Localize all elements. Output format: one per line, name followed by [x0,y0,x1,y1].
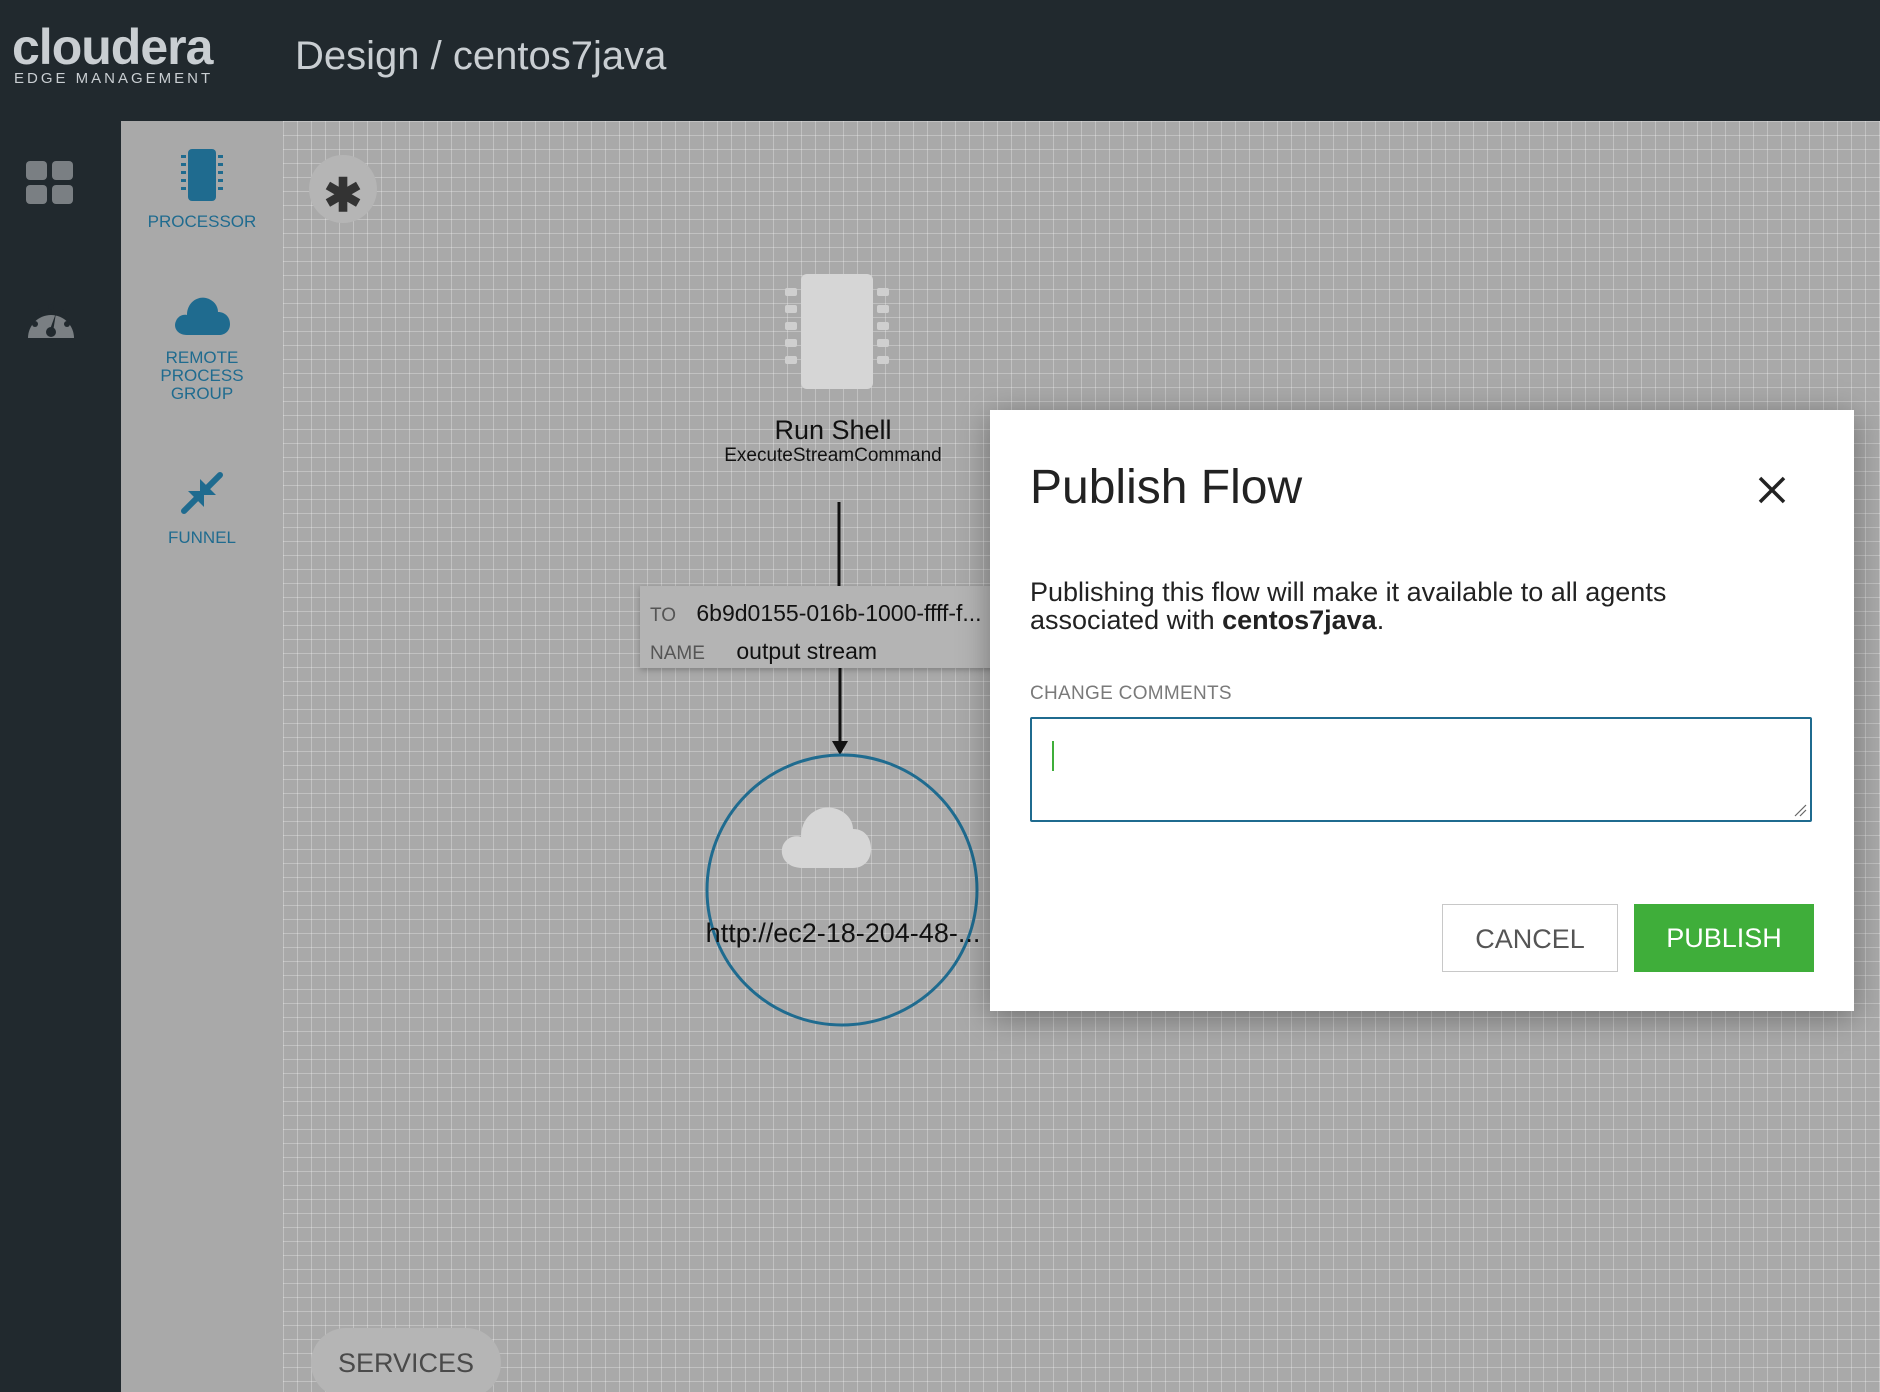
dialog-message: Publishing this flow will make it availa… [1030,578,1790,634]
component-palette: PROCESSOR REMOTE PROCESS GROUP FUNNEL [121,121,283,1392]
services-button[interactable]: SERVICES [311,1328,501,1392]
dialog-message-agent-class: centos7java [1222,605,1377,635]
palette-label-remote: REMOTE [165,348,239,367]
cloudera-logo[interactable]: cloudera [12,19,213,75]
palette-item-funnel[interactable]: FUNNEL [121,469,283,547]
dashboard-grid-icon[interactable] [26,161,74,205]
cloud-icon [781,807,871,868]
connection-lines [832,502,848,755]
cloud-icon [121,293,283,341]
cancel-button[interactable]: CANCEL [1442,904,1618,972]
funnel-arrows-icon [121,469,283,521]
processor-type: ExecuteStreamCommand [724,445,942,466]
publish-button[interactable]: PUBLISH [1634,904,1814,972]
palette-label-processor: PROCESSOR [147,212,257,231]
connection-name-key: NAME [650,643,705,664]
connection-to-value: 6b9d0155-016b-1000-ffff-f... [696,600,982,626]
processor-chip-icon [121,149,283,205]
remote-process-group-url: http://ec2-18-204-48-... [705,918,981,948]
resize-grip-icon[interactable] [1793,803,1807,817]
dialog-message-suffix: . [1376,605,1385,635]
connection-to-key: TO [650,605,677,626]
close-icon[interactable] [1750,468,1794,512]
root-asterisk-button[interactable]: ✱ [309,155,377,223]
change-comments-label: CHANGE COMMENTS [1030,683,1232,704]
dialog-message-text: Publishing this flow will make it availa… [1030,577,1667,635]
publish-flow-dialog: Publish Flow Publishing this flow will m… [990,410,1854,1011]
logo-subtitle: EDGE MANAGEMENT [14,70,214,87]
palette-item-processor[interactable]: PROCESSOR [121,149,283,231]
dialog-title: Publish Flow [1030,461,1303,514]
palette-label-process: PROCESS [160,366,244,385]
remote-process-group-node[interactable] [703,751,983,1031]
connection-name-value: output stream [736,638,878,664]
palette-label-group: GROUP [170,384,234,403]
processor-node[interactable] [783,274,895,389]
palette-item-remote-process-group[interactable]: REMOTE PROCESS GROUP [121,293,283,403]
left-nav [0,121,121,1392]
processor-name: Run Shell [774,415,892,445]
text-caret [1052,741,1054,771]
speedometer-icon[interactable] [26,296,74,342]
app-header: cloudera EDGE MANAGEMENT Design / centos… [0,0,1880,121]
palette-label-funnel: FUNNEL [167,528,236,547]
change-comments-input[interactable] [1030,717,1812,822]
page-title: Design / centos7java [295,34,667,78]
